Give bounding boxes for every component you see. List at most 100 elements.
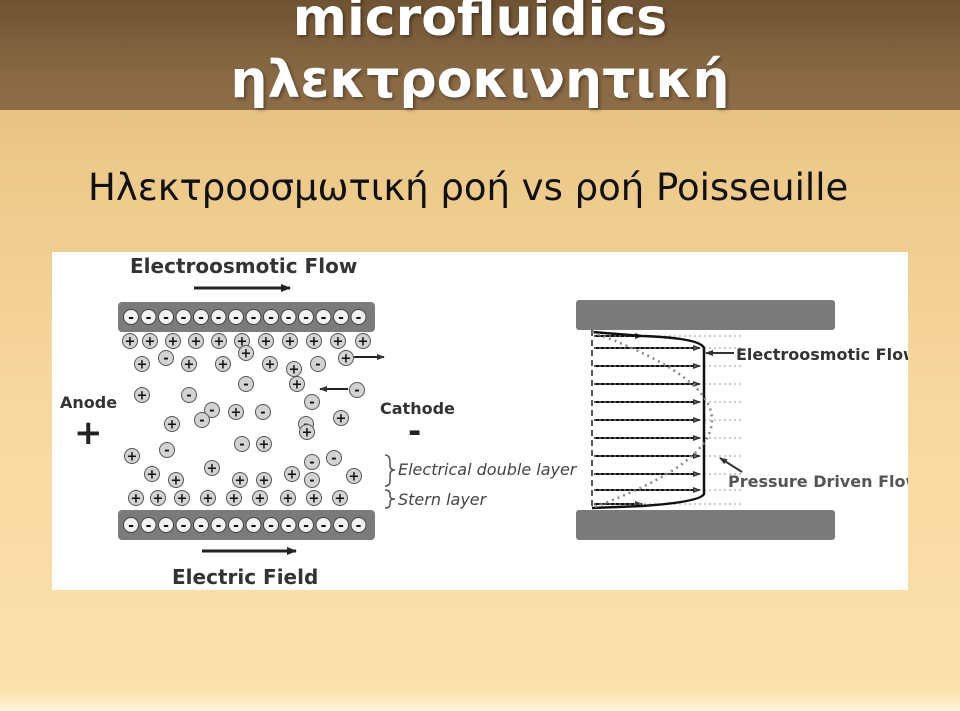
cation: + — [355, 333, 371, 350]
ion-sign: - — [309, 396, 314, 411]
anode-label: Anode — [60, 393, 117, 412]
ion-circle — [215, 356, 231, 372]
ion-sign: + — [302, 426, 313, 441]
wall-charge — [158, 517, 174, 533]
cation: + — [134, 387, 150, 404]
ion-circle — [310, 356, 326, 372]
ion-sign: - — [354, 384, 359, 399]
ion-circle — [134, 356, 150, 372]
wall-charge — [333, 517, 349, 533]
wall-charge — [280, 309, 297, 325]
slide-title-line-2: ηλεκτροκινητική — [230, 50, 730, 110]
ion-sign: + — [285, 335, 296, 350]
ion-circle — [238, 376, 254, 392]
ion-sign: + — [261, 335, 272, 350]
wall-charge — [315, 309, 332, 325]
wall-charge — [228, 517, 244, 533]
wall-charge — [140, 309, 157, 325]
cation: + — [181, 356, 197, 373]
ion-sign: + — [292, 378, 303, 393]
stern-layer-label: Stern layer — [398, 490, 488, 509]
stern-brace — [384, 489, 396, 509]
ion-circle — [258, 333, 274, 349]
wall-charge-sign: - — [198, 518, 204, 534]
right-top-wall — [576, 300, 835, 330]
electric-field-label: Electric Field — [172, 565, 318, 589]
wall-charge-sign: - — [181, 310, 187, 326]
cation: + — [262, 356, 278, 373]
anion: - — [158, 350, 174, 367]
ion-circle — [304, 454, 320, 470]
wall-charge — [193, 517, 209, 533]
ion-sign: - — [199, 414, 204, 429]
ion-circle — [204, 402, 220, 418]
ion-circle — [211, 333, 227, 349]
ion-sign: - — [209, 404, 214, 419]
ion-sign: + — [168, 335, 179, 350]
wall-charge-sign: - — [146, 518, 152, 534]
wall-charge — [193, 309, 209, 325]
wall-charge-sign: - — [303, 310, 309, 326]
pressure-driven-flow-label: Pressure Driven Flow — [728, 472, 908, 491]
top-channel-wall: -------------- — [118, 302, 375, 332]
ion-circle — [338, 350, 354, 366]
cation: + — [256, 472, 272, 489]
ion-sign: + — [131, 492, 142, 507]
cation: + — [346, 468, 362, 485]
slide-title-line-1: microfluidics — [292, 0, 668, 48]
cation: + — [174, 490, 190, 507]
ion-sign: - — [309, 474, 314, 489]
wall-charge — [298, 309, 314, 325]
cation: + — [258, 333, 274, 350]
ion-circle — [165, 333, 181, 349]
wall-charge-sign: - — [128, 310, 134, 326]
flow-diagram-svg: Electroosmotic Flow --------------------… — [60, 254, 908, 589]
ion-circle — [262, 356, 278, 372]
anion: - — [304, 454, 320, 471]
wall-charge-sign: - — [181, 518, 187, 534]
wall-charge-sign: - — [268, 518, 274, 534]
slide-subtitle: Ηλεκτροοσμωτική ροή vs ροή Poisseuille — [88, 166, 849, 209]
wall-charge-sign: - — [128, 518, 134, 534]
cation: + — [306, 490, 322, 507]
ion-sign: + — [235, 474, 246, 489]
anion: - — [349, 382, 365, 399]
electroosmotic-flow-profile-label: Electroosmotic Flow — [736, 345, 908, 364]
ion-sign: + — [265, 358, 276, 373]
ion-circle — [226, 490, 242, 506]
wall-charge — [210, 517, 227, 533]
wall-charge — [175, 517, 192, 533]
ion-sign: - — [239, 438, 244, 453]
ion-sign: + — [259, 438, 270, 453]
wall-charge-sign: - — [338, 310, 344, 326]
anion: - — [326, 450, 342, 467]
ion-circle — [158, 350, 174, 366]
ion-sign: + — [207, 462, 218, 477]
ion-circle — [164, 416, 180, 432]
cation: + — [134, 356, 150, 373]
ion-circle — [159, 442, 175, 458]
cation: + — [150, 490, 166, 507]
ion-sign: + — [255, 492, 266, 507]
anion: - — [159, 442, 175, 459]
ion-circle — [134, 387, 150, 403]
ion-sign: + — [309, 335, 320, 350]
ion-circle — [252, 490, 268, 506]
ion-sign: + — [125, 335, 136, 350]
cation: + — [284, 466, 300, 483]
wall-charge-sign: - — [146, 310, 152, 326]
cation: + — [280, 490, 296, 507]
ion-circle — [346, 468, 362, 484]
anion: - — [304, 394, 320, 411]
cation: + — [226, 490, 242, 507]
ion-sign: + — [231, 406, 242, 421]
wall-charge — [245, 309, 262, 325]
ion-sign: - — [331, 452, 336, 467]
ion-sign: + — [287, 468, 298, 483]
wall-charge — [263, 309, 279, 325]
cation: + — [200, 490, 216, 507]
ion-sign: + — [153, 492, 164, 507]
wall-charge-sign: - — [338, 518, 344, 534]
ion-sign: + — [184, 358, 195, 373]
ion-circle — [349, 382, 365, 398]
